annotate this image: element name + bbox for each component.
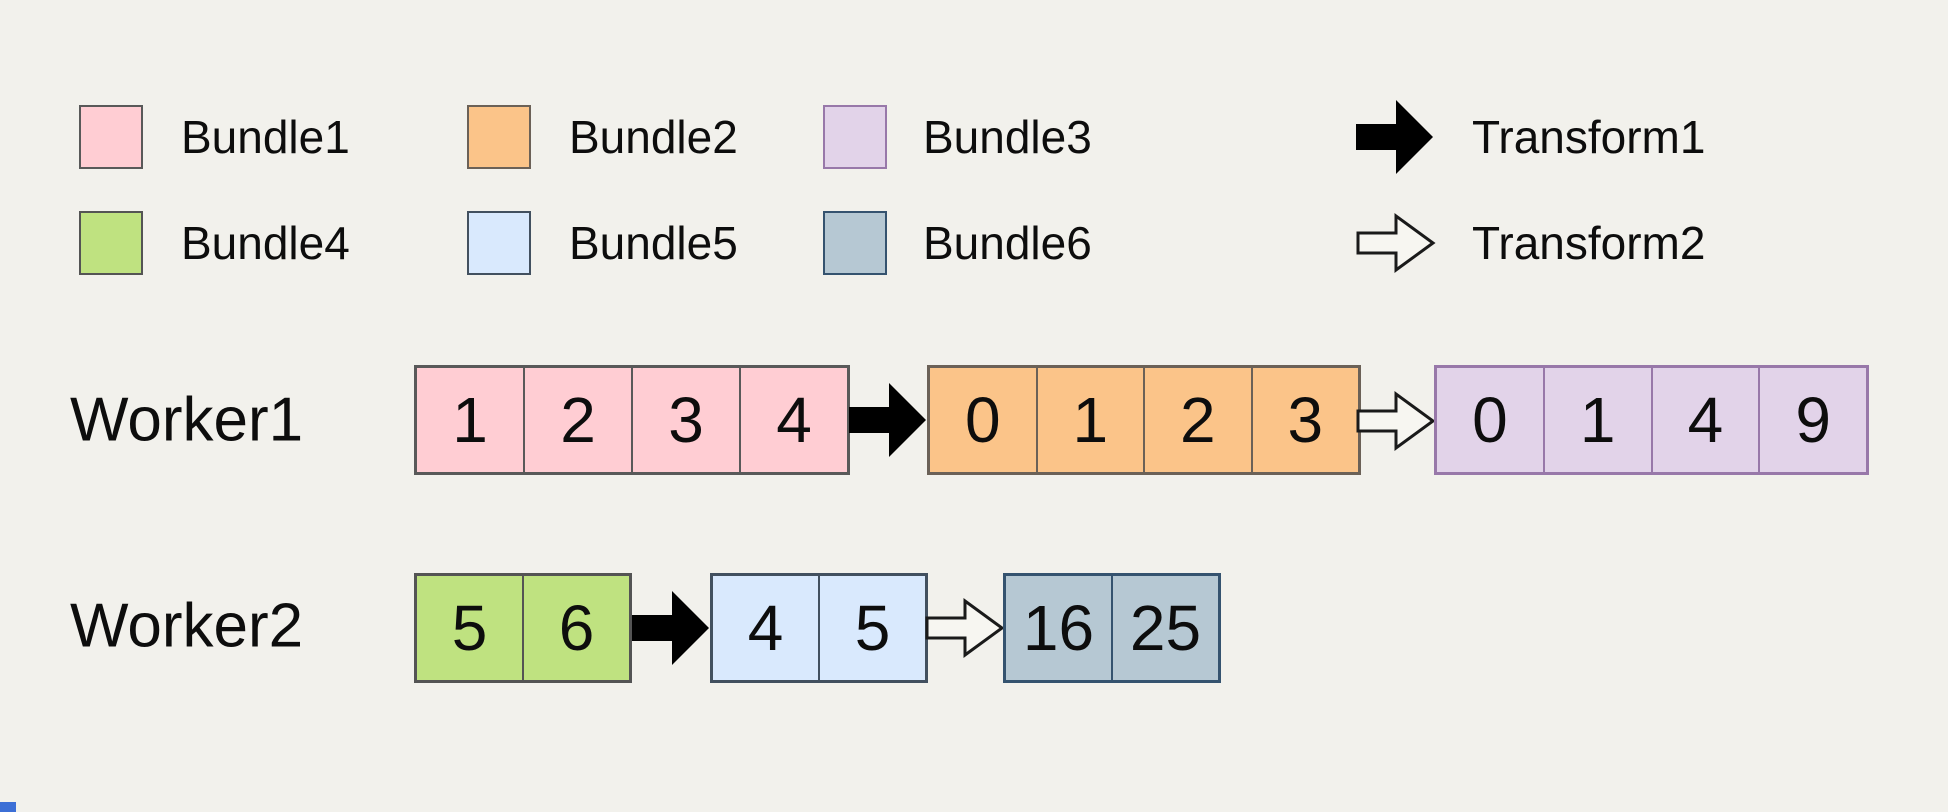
worker1-bundle2: 0 1 2 3 [927,365,1361,475]
record-cell: 25 [1111,576,1218,680]
worker1-bundle3: 0 1 4 9 [1434,365,1869,475]
record-cell: 6 [522,576,629,680]
worker2-bundle5: 4 5 [710,573,928,683]
record-cell: 5 [818,576,925,680]
record-cell: 3 [631,368,739,472]
legend-label-bundle5: Bundle5 [569,217,738,269]
legend-swatch-bundle6 [823,211,887,275]
legend-label-bundle6: Bundle6 [923,217,1092,269]
legend-label-transform2: Transform2 [1472,217,1706,269]
record-cell: 4 [1650,368,1759,472]
outline-arrow-icon [1356,212,1436,279]
legend-label-bundle1: Bundle1 [181,111,350,163]
legend-label-transform1: Transform1 [1472,111,1706,163]
legend-label-bundle4: Bundle4 [181,217,350,269]
worker1-label: Worker1 [70,385,304,455]
record-cell: 1 [1542,368,1651,472]
record-cell: 5 [451,592,488,664]
legend-swatch-bundle3 [823,105,887,169]
corner-mark [0,802,16,812]
record-cell: 3 [1250,368,1359,472]
legend-swatch-bundle4 [79,211,143,275]
worker1-transform2-arrow-icon [1356,390,1436,457]
worker2-label: Worker2 [70,591,304,661]
worker2-transform1-arrow-icon [632,590,710,671]
record-cell: 9 [1758,368,1866,472]
legend-swatch-bundle5 [467,211,531,275]
record-cell: 0 [1472,384,1508,456]
worker1-bundle1: 1 2 3 4 [414,365,850,475]
record-cell: 1 [452,384,488,456]
record-cell: 2 [1143,368,1251,472]
record-cell: 0 [964,384,1001,456]
record-cell: 4 [739,368,847,472]
record-cell: 4 [747,592,784,664]
record-cell: 16 [1022,592,1095,664]
worker2-transform2-arrow-icon [925,597,1005,664]
legend-swatch-bundle2 [467,105,531,169]
solid-arrow-icon [1356,99,1434,180]
worker1-transform1-arrow-icon [849,382,927,463]
worker2-bundle4: 5 6 [414,573,632,683]
record-cell: 2 [523,368,631,472]
worker2-bundle6: 16 25 [1003,573,1221,683]
legend-swatch-bundle1 [79,105,143,169]
record-cell: 1 [1035,368,1144,472]
legend-label-bundle3: Bundle3 [923,111,1092,163]
legend-label-bundle2: Bundle2 [569,111,738,163]
